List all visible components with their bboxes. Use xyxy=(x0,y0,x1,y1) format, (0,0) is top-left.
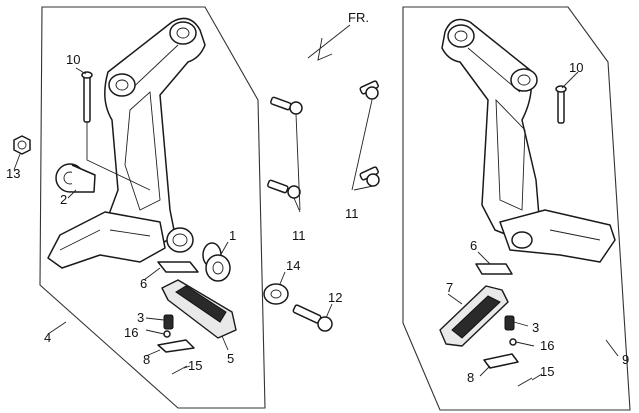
label-1: 1 xyxy=(229,228,236,243)
label-11-mid: 11 xyxy=(292,228,306,243)
right-ball-16 xyxy=(509,338,517,346)
label-13: 13 xyxy=(6,166,20,181)
left-footpeg-5 xyxy=(161,279,237,339)
direction-label: FR. xyxy=(348,10,369,25)
middle-bolts-11 xyxy=(267,80,380,213)
right-spring-3 xyxy=(504,315,515,331)
right-plate-6 xyxy=(475,263,513,275)
label-6-right: 6 xyxy=(470,238,477,253)
label-12: 12 xyxy=(328,290,342,305)
label-7: 7 xyxy=(446,280,453,295)
left-plate-6 xyxy=(157,261,199,273)
label-3-left: 3 xyxy=(137,310,144,325)
left-cotter-pin-15 xyxy=(171,365,188,375)
label-16-right: 16 xyxy=(540,338,554,353)
right-pin-10 xyxy=(555,85,567,124)
left-plate-8 xyxy=(157,339,195,353)
label-9: 9 xyxy=(622,352,629,367)
left-spring-3 xyxy=(163,314,174,330)
right-plate-8 xyxy=(483,353,519,369)
label-15-right: 15 xyxy=(540,364,554,379)
right-cotter-pin-15 xyxy=(517,377,533,387)
label-15-left: 15 xyxy=(188,358,202,373)
washer-14 xyxy=(263,283,289,305)
label-16-left: 16 xyxy=(124,325,138,340)
label-5: 5 xyxy=(227,351,234,366)
left-pin-10 xyxy=(81,71,151,191)
label-4: 4 xyxy=(44,330,51,345)
label-10-left: 10 xyxy=(66,52,80,67)
bushing-1 xyxy=(202,242,231,282)
front-direction-arrow xyxy=(307,24,351,61)
label-2: 2 xyxy=(60,192,67,207)
left-footrest-bracket xyxy=(47,17,206,269)
label-8-right: 8 xyxy=(467,370,474,385)
left-ball-16 xyxy=(163,330,171,338)
leader-lines xyxy=(13,67,619,381)
label-14: 14 xyxy=(286,258,300,273)
right-footpeg-7 xyxy=(439,285,509,347)
label-11-right: 11 xyxy=(345,206,359,221)
collar-2 xyxy=(55,163,96,193)
bolt-12 xyxy=(292,304,333,332)
label-3-right: 3 xyxy=(532,320,539,335)
label-8-left: 8 xyxy=(143,352,150,367)
label-6-left: 6 xyxy=(140,276,147,291)
right-footrest-bracket xyxy=(441,18,616,263)
left-assembly-panel xyxy=(39,6,266,409)
label-10-right: 10 xyxy=(569,60,583,75)
right-assembly-panel xyxy=(402,6,631,411)
nut-13 xyxy=(13,135,31,155)
